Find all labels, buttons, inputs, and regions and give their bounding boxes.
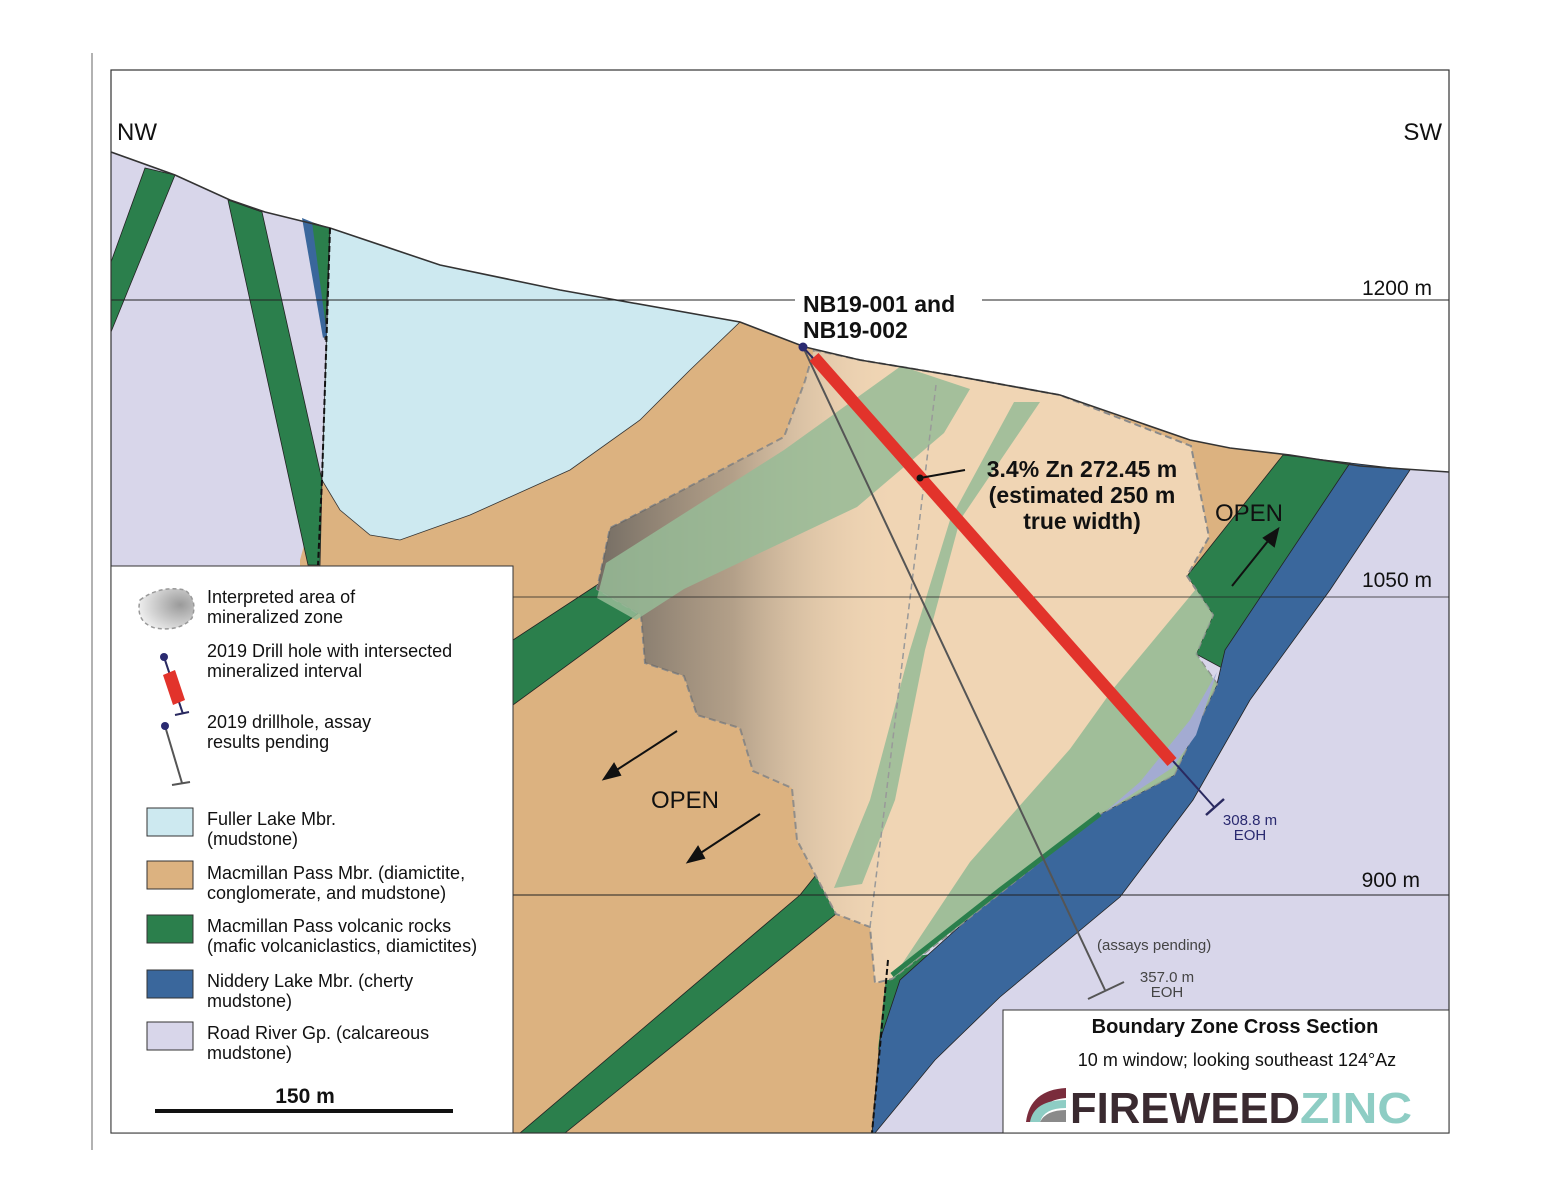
open-label-right: OPEN bbox=[1215, 500, 1283, 527]
arrowhead-icon bbox=[1262, 526, 1280, 548]
geology bbox=[111, 151, 1449, 1133]
drillhole-label: NB19-002 bbox=[803, 317, 908, 343]
legend-label: (mudstone) bbox=[207, 829, 298, 849]
logo-text-fireweed: FIREWEED bbox=[1070, 1084, 1300, 1133]
legend-label: 2019 Drill hole with intersected bbox=[207, 641, 452, 661]
legend: Interpreted area of mineralized zone 201… bbox=[110, 565, 514, 1134]
scale-bar bbox=[155, 1109, 453, 1113]
mineralized-zone-swatch-icon bbox=[138, 588, 195, 630]
legend-label: mineralized interval bbox=[207, 661, 362, 681]
direction-sw: SW bbox=[1403, 119, 1442, 146]
legend-label: mineralized zone bbox=[207, 607, 343, 627]
legend-label: Road River Gp. (calcareous bbox=[207, 1023, 429, 1043]
logo-text-zinc: ZINC bbox=[1300, 1084, 1412, 1133]
arrow-down-left-icon bbox=[611, 730, 678, 774]
drill-collar bbox=[798, 342, 808, 352]
open-label-left: OPEN bbox=[651, 787, 719, 814]
drillhole-label: NB19-001 and bbox=[803, 291, 955, 317]
section-subtitle: 10 m window; looking southeast 124°Az bbox=[1078, 1050, 1396, 1070]
legend-label: Niddery Lake Mbr. (cherty bbox=[207, 971, 413, 991]
legend-label: 2019 drillhole, assay bbox=[207, 712, 371, 732]
arrow-up-right-icon bbox=[1231, 535, 1273, 587]
road-river-swatch bbox=[146, 1021, 194, 1051]
fault-line bbox=[317, 227, 331, 566]
direction-nw: NW bbox=[117, 119, 157, 146]
volcanic-swatch bbox=[146, 914, 194, 944]
arrow-down-left-icon bbox=[695, 813, 761, 857]
legend-label: conglomerate, and mudstone) bbox=[207, 883, 446, 903]
legend-label: results pending bbox=[207, 732, 329, 752]
hole2-depth: 357.0 m bbox=[1140, 969, 1194, 986]
volcanic-strip bbox=[890, 812, 1102, 977]
legend-label: Fuller Lake Mbr. bbox=[207, 809, 336, 829]
title-box bbox=[1002, 1009, 1450, 1134]
volcanic-band-pale bbox=[892, 589, 1217, 979]
drillhole-interval-symbol-icon bbox=[160, 653, 190, 716]
hole2-eoh: EOH bbox=[1151, 984, 1184, 1001]
fuller-lake-swatch bbox=[146, 807, 194, 837]
legend-label: Macmillan Pass volcanic rocks bbox=[207, 916, 451, 936]
volcanic-band bbox=[227, 199, 323, 566]
title-block: Boundary Zone Cross Section 10 m window;… bbox=[1002, 1009, 1450, 1134]
hole2-status: (assays pending) bbox=[1097, 937, 1211, 954]
drillhole-pending-symbol-icon bbox=[161, 722, 191, 786]
open-arrows bbox=[601, 526, 1280, 864]
intercept-label: (estimated 250 m bbox=[989, 482, 1176, 508]
intercept-label: true width) bbox=[1023, 508, 1141, 534]
niddery-lake-swatch bbox=[146, 969, 194, 999]
scale-bar-label: 150 m bbox=[275, 1085, 335, 1108]
legend-label: Macmillan Pass Mbr. (diamictite, bbox=[207, 863, 465, 883]
mineralized-interval bbox=[809, 353, 1177, 766]
volcanic-band-pale bbox=[834, 402, 1040, 888]
legend-label: mudstone) bbox=[207, 991, 292, 1011]
elevation-label-900: 900 m bbox=[1362, 869, 1420, 892]
callout-dot bbox=[916, 474, 924, 482]
drillhole-eoh-tick bbox=[1087, 981, 1125, 1000]
macmillan-pass-swatch bbox=[146, 860, 194, 890]
section-title: Boundary Zone Cross Section bbox=[1092, 1016, 1379, 1038]
elevation-label-1200: 1200 m bbox=[1362, 277, 1432, 300]
hole1-eoh: EOH bbox=[1234, 827, 1267, 844]
drillhole-eoh-tick bbox=[1205, 798, 1225, 816]
arrowhead-icon bbox=[685, 845, 706, 864]
niddery-band bbox=[302, 218, 327, 338]
fireweed-logo-icon bbox=[1026, 1088, 1066, 1122]
legend-label: (mafic volcaniclastics, diamictites) bbox=[207, 936, 477, 956]
callout-leader bbox=[919, 469, 966, 479]
drillhole-pending-trace bbox=[802, 346, 1106, 991]
legend-label: mudstone) bbox=[207, 1043, 292, 1063]
elevation-label-1050: 1050 m bbox=[1362, 569, 1432, 592]
fault-line bbox=[871, 959, 889, 1133]
arrowhead-icon bbox=[601, 762, 622, 781]
legend-label: Interpreted area of bbox=[207, 587, 356, 607]
hole1-depth: 308.8 m bbox=[1223, 812, 1277, 829]
intercept-label: 3.4% Zn 272.45 m bbox=[987, 456, 1178, 482]
